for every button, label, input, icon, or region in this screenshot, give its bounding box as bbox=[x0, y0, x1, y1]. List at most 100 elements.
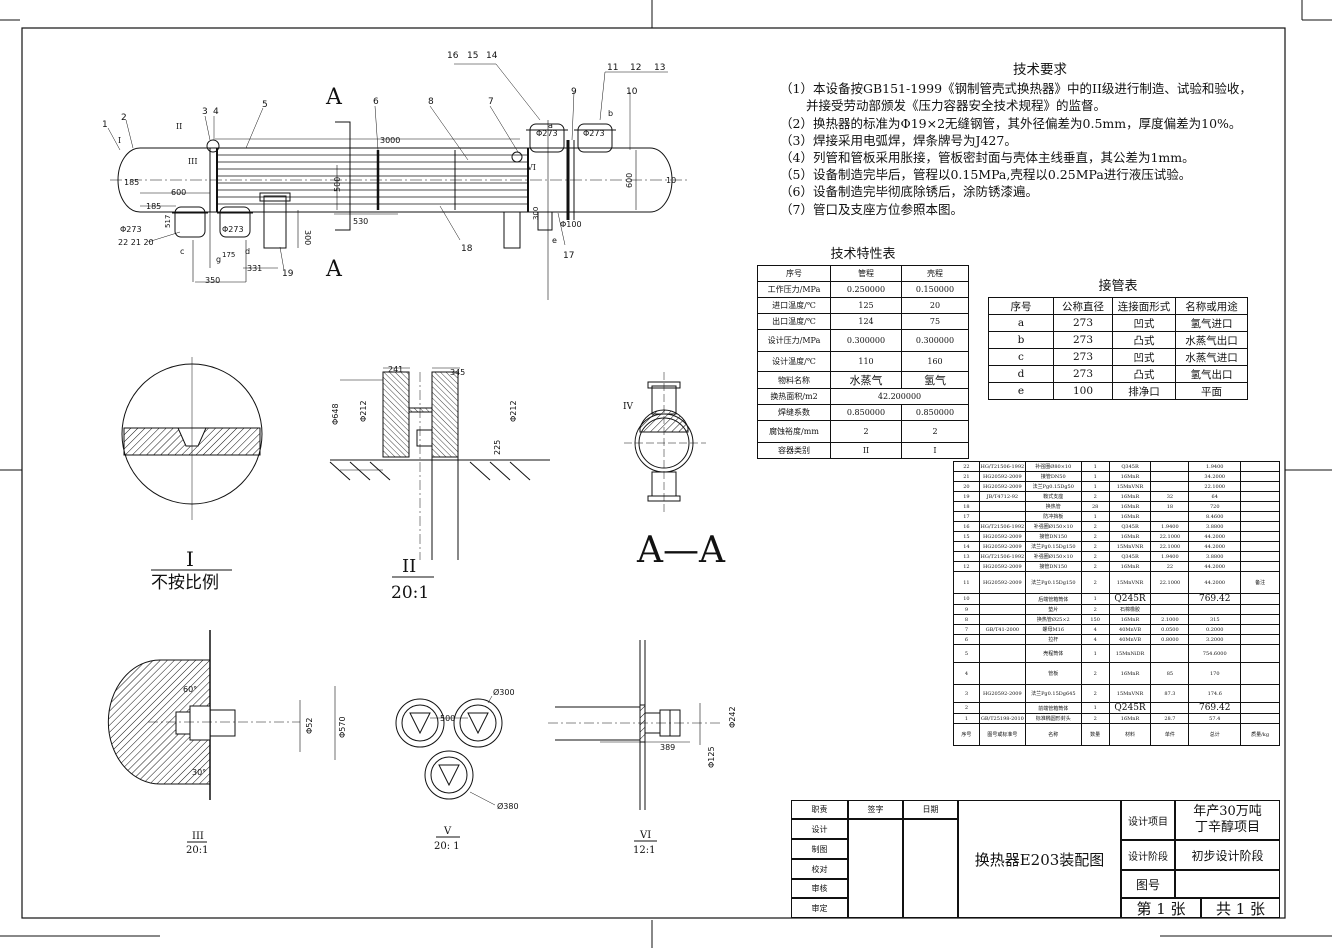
table-cell: 150 bbox=[1080, 614, 1110, 625]
table-cell: 2 bbox=[830, 420, 902, 443]
table-cell: Q345R bbox=[1108, 551, 1152, 562]
detail-II-label: II bbox=[402, 556, 416, 577]
table-cell bbox=[1240, 624, 1280, 635]
table-cell: 3.8800 bbox=[1188, 551, 1242, 562]
table-cell: 3.2000 bbox=[1188, 634, 1242, 645]
svg-text:b: b bbox=[608, 109, 613, 118]
table-cell: 2 bbox=[1080, 551, 1110, 562]
table-cell: 1 bbox=[1080, 481, 1110, 492]
table-cell: 设计压力/MPa bbox=[757, 329, 831, 352]
table-header: 名称或用途 bbox=[1175, 297, 1248, 315]
table-cell bbox=[1150, 604, 1190, 615]
table-cell: 凹式 bbox=[1112, 348, 1176, 366]
svg-text:345: 345 bbox=[450, 368, 465, 377]
sheet-total: 共 1 张 bbox=[1201, 898, 1280, 918]
detail-VI-scale: 12:1 bbox=[633, 845, 655, 856]
table-header: 数量 bbox=[1080, 723, 1110, 746]
table-cell bbox=[1240, 471, 1280, 482]
svg-text:Φ212: Φ212 bbox=[359, 400, 368, 422]
table-cell: 2 bbox=[953, 702, 980, 714]
table-cell: 18 bbox=[953, 501, 980, 512]
table-cell: 85 bbox=[1150, 662, 1190, 685]
table-cell: 20 bbox=[901, 297, 969, 314]
requirement-item: （2）换热器的标准为Φ19×2无缝钢管，其外径偏差为0.5mm，厚度偏差为10%… bbox=[780, 115, 1242, 131]
table-cell: 0.0500 bbox=[1150, 624, 1190, 635]
svg-text:3000: 3000 bbox=[380, 136, 400, 145]
table-header: 连接面形式 bbox=[1112, 297, 1176, 315]
table-cell: 4 bbox=[953, 662, 980, 685]
table-cell: 法兰Pg0.15Dg50 bbox=[1024, 481, 1082, 492]
svg-text:18: 18 bbox=[461, 244, 473, 254]
detail-II-text: 241 345 Φ648 Φ212 Φ212 225 II 20:1 bbox=[331, 365, 518, 603]
date-header: 日期 bbox=[903, 800, 958, 819]
table-cell: HG20592-2009 bbox=[978, 571, 1026, 594]
table-header: 壳程 bbox=[901, 265, 969, 282]
table-cell: b bbox=[988, 331, 1054, 349]
detail-V-scale: 20: 1 bbox=[434, 841, 460, 852]
table-cell: 容器类别 bbox=[757, 442, 831, 459]
table-cell: 170 bbox=[1188, 662, 1242, 685]
table-cell bbox=[1240, 614, 1280, 625]
svg-text:2: 2 bbox=[121, 113, 127, 123]
table-cell: 接管DN150 bbox=[1024, 561, 1082, 572]
svg-text:Φ242: Φ242 bbox=[728, 706, 737, 728]
table-cell: HG/T21506-1992 bbox=[978, 521, 1026, 532]
table-cell: 1 bbox=[1080, 471, 1110, 482]
table-header: 名称 bbox=[1024, 723, 1082, 746]
svg-text:15: 15 bbox=[467, 51, 478, 61]
table-cell: HG20592-2009 bbox=[978, 481, 1026, 492]
svg-text:600: 600 bbox=[171, 188, 186, 197]
svg-text:d: d bbox=[245, 247, 250, 256]
svg-text:331: 331 bbox=[247, 264, 262, 273]
table-cell: 设计温度/℃ bbox=[757, 351, 831, 372]
table-cell: 40MnVB bbox=[1108, 624, 1152, 635]
table-cell: 44.2000 bbox=[1188, 561, 1242, 572]
table-cell bbox=[978, 501, 1026, 512]
table-cell bbox=[1150, 461, 1190, 472]
requirement-item: （4）列管和管板采用胀接，管板密封面与壳体主线垂直，其公差为1mm。 bbox=[780, 150, 1195, 166]
table-cell: 15 bbox=[953, 531, 980, 542]
table-cell: a bbox=[988, 314, 1054, 332]
table-cell: 57.4 bbox=[1188, 713, 1242, 724]
table-cell bbox=[1240, 561, 1280, 572]
drawing-frame bbox=[21, 27, 1286, 919]
table-cell bbox=[978, 511, 1026, 522]
table-cell: 2 bbox=[1080, 561, 1110, 572]
requirement-item: （5）设备制造完毕后，管程以0.15MPa,壳程以0.25MPa进行液压试验。 bbox=[780, 167, 1192, 183]
table-cell: 出口温度/℃ bbox=[757, 313, 831, 330]
table-cell: 石棉橡胶 bbox=[1108, 604, 1152, 615]
svg-text:175: 175 bbox=[222, 251, 235, 259]
table-cell: 110 bbox=[830, 351, 902, 372]
table-cell: 1 bbox=[1080, 511, 1110, 522]
table-cell bbox=[1240, 531, 1280, 542]
detail-II-scale: 20:1 bbox=[391, 583, 429, 603]
table-cell: 34.2000 bbox=[1188, 471, 1242, 482]
table-header: 管程 bbox=[830, 265, 902, 282]
svg-text:I: I bbox=[118, 136, 121, 145]
nozzle-table-title: 接管表 bbox=[1098, 279, 1138, 294]
table-cell bbox=[1240, 684, 1280, 703]
table-cell: 44.2000 bbox=[1188, 531, 1242, 542]
table-cell: 22.1000 bbox=[1188, 481, 1242, 492]
table-cell: 氢气 bbox=[901, 371, 969, 389]
detail-V-view bbox=[395, 695, 503, 806]
table-cell: 28.7 bbox=[1150, 713, 1190, 724]
table-cell: 75 bbox=[901, 313, 969, 330]
table-cell bbox=[978, 644, 1026, 663]
table-cell: 16MnR bbox=[1108, 491, 1152, 502]
technical-requirements: 技术要求 （1）本设备按GB151-1999《钢制管壳式换热器》中的II级进行制… bbox=[780, 62, 1300, 218]
table-cell: 氢气出口 bbox=[1175, 365, 1248, 383]
table-cell: 32 bbox=[1150, 491, 1190, 502]
role-cell: 职责 bbox=[791, 800, 848, 819]
drawing-no-label: 图号 bbox=[1121, 870, 1175, 898]
stage-label: 设计阶段 bbox=[1121, 840, 1175, 870]
